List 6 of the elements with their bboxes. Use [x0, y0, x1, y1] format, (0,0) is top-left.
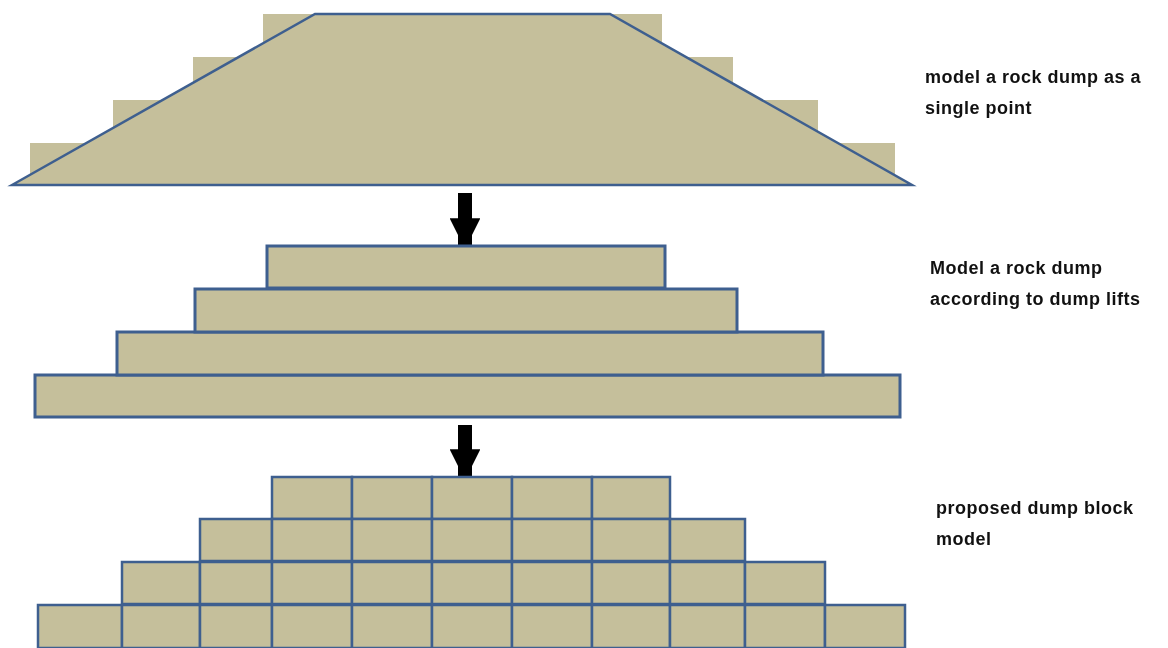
rock-dump-drawing [10, 12, 915, 187]
caption-text: model a rock dump as a single point [925, 66, 1143, 120]
caption-text: proposed dump block model [936, 497, 1135, 551]
rock-dump-drawing [33, 244, 902, 419]
caption-text: Model a rock dump according to dump lifts [930, 257, 1142, 311]
rock-dump-drawing [36, 475, 907, 648]
